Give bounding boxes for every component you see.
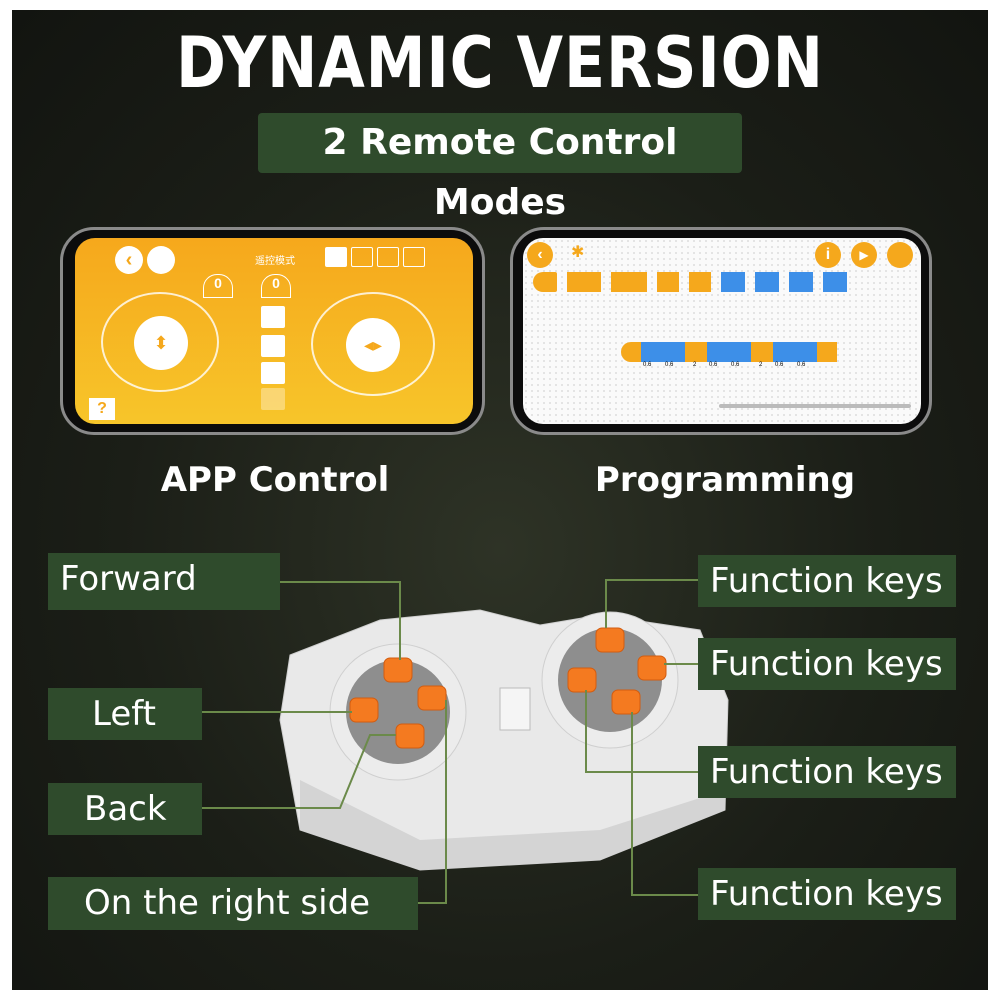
programming-screen: ‹ ✱ i ▶ 0.6 0.6 2 0.6 0.6 2 0.6 0.6 xyxy=(523,238,921,424)
blank-button[interactable] xyxy=(261,388,285,410)
repeat-block[interactable] xyxy=(611,272,647,292)
joystick-left-right[interactable]: ◂▸ xyxy=(311,292,435,396)
joystick-forward-back[interactable]: ⬍ xyxy=(101,292,219,392)
camera-icon[interactable] xyxy=(377,247,399,267)
program-sequence: 0.6 0.6 2 0.6 0.6 2 0.6 0.6 xyxy=(621,342,837,368)
label-right-side: On the right side xyxy=(48,877,418,930)
function-key-4 xyxy=(611,689,641,715)
light-icon[interactable] xyxy=(261,362,285,384)
label-function-keys-1: Function keys xyxy=(698,555,956,607)
help-button[interactable]: ? xyxy=(89,398,115,420)
seq-block: 0.6 xyxy=(773,342,795,368)
speed-gauge-right: 0 xyxy=(261,274,291,298)
seq-block: 0.6 xyxy=(641,342,663,368)
caption-app-control: APP Control xyxy=(160,460,390,500)
gamepad-icon[interactable] xyxy=(325,247,347,267)
app-control-screen: ‹ 遥控模式 0 0 ⬍ ◂▸ ? xyxy=(75,238,473,424)
right-button xyxy=(417,685,447,711)
seq-block: 0.6 xyxy=(729,342,751,368)
start-flag-block[interactable] xyxy=(533,272,557,292)
seq-block: 0.6 xyxy=(795,342,817,368)
seq-block: 2 xyxy=(751,342,773,368)
label-left: Left xyxy=(48,688,202,740)
subtitle-badge: 2 Remote Control Modes xyxy=(258,113,742,223)
back-button xyxy=(395,723,425,749)
bluetooth-icon[interactable]: ✱ xyxy=(571,244,585,261)
right-block[interactable] xyxy=(823,272,847,292)
forward-block[interactable] xyxy=(721,272,745,292)
timer-block[interactable] xyxy=(689,272,711,292)
horn-icon[interactable] xyxy=(261,335,285,357)
label-function-keys-4: Function keys xyxy=(698,868,956,920)
label-function-keys-3: Function keys xyxy=(698,746,956,798)
function-key-1 xyxy=(595,627,625,653)
function-key-3 xyxy=(567,667,597,693)
seq-block: 2 xyxy=(685,342,707,368)
backward-block[interactable] xyxy=(755,272,779,292)
label-function-keys-2: Function keys xyxy=(698,638,956,690)
start-block xyxy=(621,342,641,362)
rocket-icon[interactable] xyxy=(261,306,285,328)
shape-icon[interactable] xyxy=(351,247,373,267)
up-down-arrows-icon: ⬍ xyxy=(134,316,188,370)
left-block[interactable] xyxy=(789,272,813,292)
back-icon[interactable]: ‹ xyxy=(527,242,553,268)
stop-block[interactable] xyxy=(657,272,679,292)
headline: DYNAMIC VERSION xyxy=(176,22,824,104)
speed-gauge-left: 0 xyxy=(203,274,233,298)
info-icon[interactable]: i xyxy=(815,242,841,268)
horizontal-scrollbar[interactable] xyxy=(719,404,911,408)
left-button xyxy=(349,697,379,723)
label-back: Back xyxy=(48,783,202,835)
seq-block: 0.6 xyxy=(707,342,729,368)
robot-icon[interactable] xyxy=(147,246,175,274)
seq-block: 0.6 xyxy=(663,342,685,368)
loop-block[interactable] xyxy=(567,272,601,292)
play-icon[interactable]: ▶ xyxy=(851,242,877,268)
phone-programming: ‹ ✱ i ▶ 0.6 0.6 2 0.6 0.6 2 0.6 0.6 xyxy=(510,227,932,435)
menu-icon[interactable] xyxy=(887,242,913,268)
label-forward: Forward xyxy=(48,553,280,610)
back-icon[interactable]: ‹ xyxy=(115,246,143,274)
mode-title: 遥控模式 xyxy=(255,256,295,267)
left-right-arrows-icon: ◂▸ xyxy=(346,318,400,372)
microphone-icon[interactable] xyxy=(403,247,425,267)
function-key-2 xyxy=(637,655,667,681)
stop-block xyxy=(817,342,837,362)
power-switch xyxy=(499,687,531,731)
block-palette xyxy=(533,272,847,292)
forward-button xyxy=(383,657,413,683)
phone-app-control: ‹ 遥控模式 0 0 ⬍ ◂▸ ? xyxy=(60,227,485,435)
caption-programming: Programming xyxy=(594,460,856,500)
